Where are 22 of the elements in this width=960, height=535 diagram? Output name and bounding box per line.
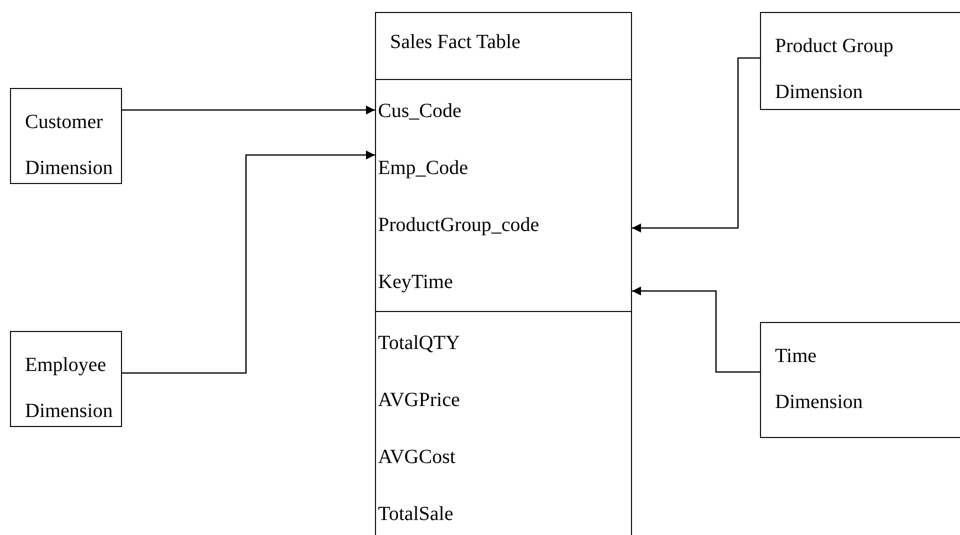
dimension-name: Employee Dimension bbox=[25, 354, 113, 422]
dimension-box bbox=[760, 322, 960, 438]
arrow bbox=[122, 150, 375, 374]
field-name: TotalSale bbox=[378, 503, 454, 525]
arrow bbox=[632, 286, 760, 373]
fact-table bbox=[375, 12, 632, 535]
field-name: TotalQTY bbox=[378, 332, 460, 354]
dimension-name: Product Group Dimension bbox=[775, 35, 894, 103]
dimension-name: Customer Dimension bbox=[25, 111, 113, 179]
table-title: Sales Fact Table bbox=[390, 31, 520, 53]
dimension-box bbox=[10, 88, 122, 184]
field-name: ProductGroup_code bbox=[378, 214, 540, 236]
field-name: Emp_Code bbox=[378, 157, 468, 179]
arrow bbox=[632, 57, 760, 232]
field-name: Cus_Code bbox=[378, 100, 462, 122]
field-name: AVGCost bbox=[378, 446, 456, 468]
dimension-name: Time Dimension bbox=[775, 345, 863, 413]
dimension-box bbox=[10, 331, 122, 427]
field-name: AVGPrice bbox=[378, 389, 460, 411]
dimension-box bbox=[760, 12, 960, 110]
arrow bbox=[122, 106, 375, 114]
field-name: KeyTime bbox=[378, 271, 453, 293]
